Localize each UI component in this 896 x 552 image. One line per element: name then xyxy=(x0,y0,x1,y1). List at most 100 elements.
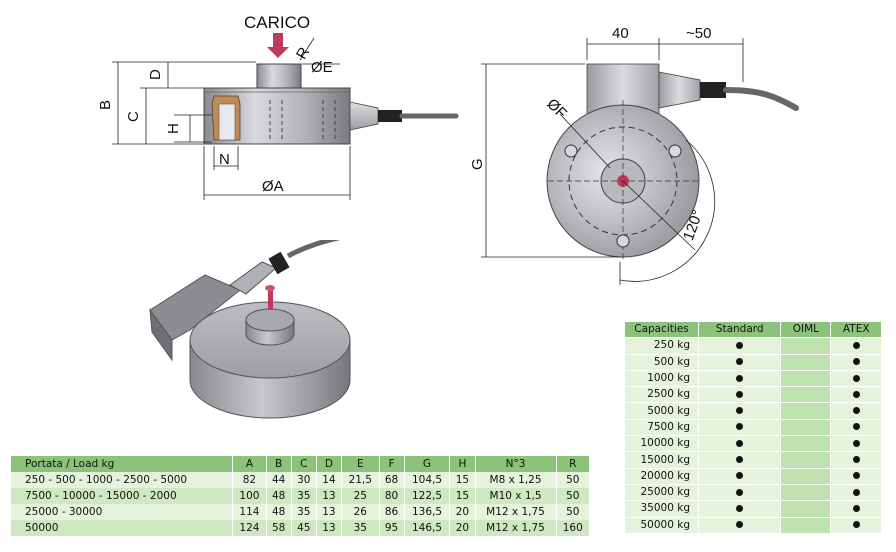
cell: 45 xyxy=(290,520,317,536)
dim-label-H: H xyxy=(165,123,182,134)
header-G: G xyxy=(403,456,451,472)
oiml-cell xyxy=(780,353,832,371)
bullet-icon xyxy=(736,358,744,366)
bullet-icon xyxy=(852,439,860,447)
dim-label-D: D xyxy=(147,69,164,80)
header-H: H xyxy=(449,456,476,472)
bullet-icon xyxy=(736,488,744,496)
dim-label-C: C xyxy=(125,111,142,122)
capacity-row: 5000 kg xyxy=(624,402,882,420)
cell: 160 xyxy=(555,520,591,536)
bullet-icon xyxy=(736,472,744,480)
cell: 25000 - 30000 xyxy=(9,504,234,520)
header-E: E xyxy=(341,456,380,472)
capacity-row: 50000 kg xyxy=(624,516,882,534)
cell: 25 xyxy=(341,488,380,504)
cell: 50 xyxy=(555,472,591,488)
capacity-value: 20000 kg xyxy=(624,467,699,485)
dim-label-G: G xyxy=(470,158,486,170)
bullet-icon xyxy=(736,521,744,529)
dim-label-OA: ØA xyxy=(262,178,284,195)
bullet-icon xyxy=(852,521,860,529)
oiml-cell xyxy=(780,483,832,502)
capacity-row: 250 kg xyxy=(624,337,882,355)
standard-cell xyxy=(697,435,782,453)
bullet-icon xyxy=(736,456,744,464)
cell: M8 x 1,25 xyxy=(474,472,557,488)
capacity-row: 2500 kg xyxy=(624,386,882,404)
atex-cell xyxy=(830,483,882,502)
capacity-value: 500 kg xyxy=(624,353,699,371)
cell: 95 xyxy=(378,520,405,536)
cell: 80 xyxy=(378,488,405,504)
bullet-icon xyxy=(852,358,860,366)
cell: 20 xyxy=(449,504,476,520)
cell: 30 xyxy=(290,472,317,488)
cell: 48 xyxy=(265,504,292,520)
top-view-drawing: 40 ~50 G ØF 120° xyxy=(470,25,799,285)
oiml-cell xyxy=(780,451,832,469)
capacity-value: 5000 kg xyxy=(624,402,699,420)
capacity-row: 500 kg xyxy=(624,353,882,371)
dim-label-40: 40 xyxy=(612,25,629,42)
oiml-cell xyxy=(780,516,832,534)
header-D: D xyxy=(315,456,343,472)
header-capacities: Capacities xyxy=(624,320,699,339)
bullet-icon xyxy=(736,374,744,382)
bullet-icon xyxy=(736,439,744,447)
side-view-drawing: CARICO B C D H N ØA R ØE xyxy=(97,13,459,200)
header-atex: ATEX xyxy=(830,320,882,339)
bullet-icon xyxy=(852,504,860,512)
standard-cell xyxy=(697,402,782,420)
bullet-icon xyxy=(852,374,860,382)
cell: 15 xyxy=(449,472,476,488)
cell: 15 xyxy=(449,488,476,504)
cell: 114 xyxy=(232,504,267,520)
oiml-cell xyxy=(780,435,832,453)
cell: 124 xyxy=(232,520,267,536)
cell: M12 x 1,75 xyxy=(474,504,557,520)
bullet-icon xyxy=(852,456,860,464)
header-A: A xyxy=(232,456,267,472)
header-N3: N°3 xyxy=(474,456,557,472)
standard-cell xyxy=(697,467,782,485)
dim-label-OF: ØF xyxy=(543,95,570,122)
cell: M10 x 1,5 xyxy=(474,488,557,504)
header-C: C xyxy=(290,456,317,472)
cell: M12 x 1,75 xyxy=(474,520,557,536)
capacity-value: 2500 kg xyxy=(624,386,699,404)
cell: 21,5 xyxy=(341,472,380,488)
load-cell-3d-view xyxy=(149,240,351,419)
cell: 250 - 500 - 1000 - 2500 - 5000 xyxy=(9,472,234,488)
cell: 35 xyxy=(290,488,317,504)
standard-cell xyxy=(697,386,782,404)
dim-label-50: ~50 xyxy=(686,25,711,42)
cell: 50000 xyxy=(9,520,234,536)
atex-cell xyxy=(830,353,882,371)
cell: 68 xyxy=(378,472,405,488)
oiml-cell xyxy=(780,402,832,420)
capacity-row: 20000 kg xyxy=(624,467,882,485)
table-row: 50000 124 58 45 13 35 95 146,5 20 M12 x … xyxy=(9,520,591,536)
cell: 35 xyxy=(290,504,317,520)
capacity-value: 50000 kg xyxy=(624,516,699,534)
capacity-row: 7500 kg xyxy=(624,418,882,437)
cell: 58 xyxy=(265,520,292,536)
load-arrow xyxy=(267,33,289,58)
cell: 26 xyxy=(341,504,380,520)
atex-cell xyxy=(830,402,882,420)
capacity-value: 250 kg xyxy=(624,337,699,355)
oiml-cell xyxy=(780,337,832,355)
standard-cell xyxy=(697,418,782,437)
cell: 7500 - 10000 - 15000 - 2000 xyxy=(9,488,234,504)
capacity-row: 10000 kg xyxy=(624,435,882,453)
atex-cell xyxy=(830,386,882,404)
header-standard: Standard xyxy=(697,320,782,339)
standard-cell xyxy=(697,516,782,534)
atex-cell xyxy=(830,435,882,453)
load-label: CARICO xyxy=(244,13,310,32)
bullet-icon xyxy=(736,407,744,415)
dimensions-header-row: Portata / Load kg A B C D E F G H N°3 R xyxy=(9,456,591,472)
standard-cell xyxy=(697,483,782,502)
